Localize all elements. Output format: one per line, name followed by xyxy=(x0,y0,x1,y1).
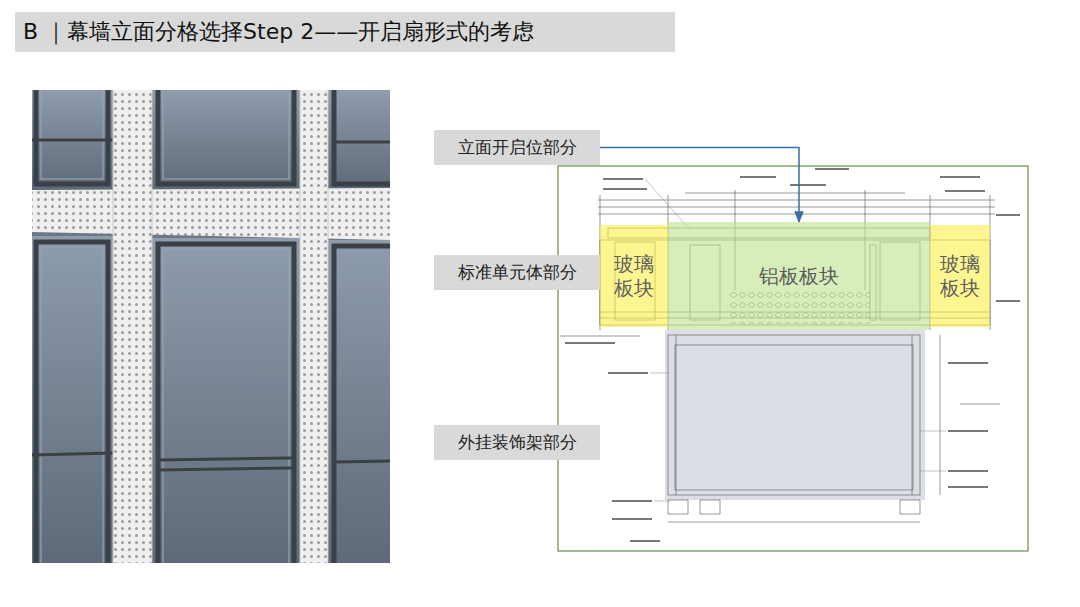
drawing-lines xyxy=(676,335,677,495)
glass-panel xyxy=(152,238,300,563)
fin-edge xyxy=(328,90,329,563)
drawing-lines xyxy=(912,335,913,495)
drawing-lines xyxy=(668,500,688,514)
callout-box: 立面开启位部分 xyxy=(434,130,600,165)
fin-edge xyxy=(300,90,301,563)
node-label: 立面开启位部分 xyxy=(458,136,577,159)
tiny-annotation xyxy=(612,500,652,502)
drawing-lines xyxy=(668,522,920,523)
perforated-fin xyxy=(113,90,152,563)
glass-panel-zone: 玻璃板块 xyxy=(930,225,990,327)
drawing-lines xyxy=(598,214,995,215)
tiny-annotation xyxy=(948,470,988,472)
frame-highlight xyxy=(41,247,103,563)
tiny-annotation xyxy=(612,518,652,520)
window-frame xyxy=(158,90,294,184)
transom-line xyxy=(158,468,294,470)
aluminium-panel-zone: 铝板板块 xyxy=(668,222,930,330)
frame-highlight xyxy=(163,249,289,563)
drawing-lines xyxy=(598,200,995,201)
transom-line xyxy=(32,139,113,142)
tiny-annotation xyxy=(996,300,1020,302)
window-frame xyxy=(158,244,294,563)
annotation-leader xyxy=(650,373,670,374)
tiny-annotation xyxy=(603,188,647,190)
tiny-annotation xyxy=(948,430,988,432)
annotation-leader xyxy=(920,471,946,472)
annotation-leader xyxy=(920,431,946,432)
drawing-lines xyxy=(700,500,720,514)
perforated-band xyxy=(32,188,390,240)
node-label: 铝板板块 xyxy=(759,263,839,290)
glass-panel xyxy=(152,90,300,190)
drawing-lines xyxy=(598,207,995,208)
window-frame xyxy=(36,90,390,563)
window-frame xyxy=(36,90,108,184)
tiny-annotation xyxy=(948,486,988,488)
window-frame xyxy=(334,246,390,563)
glass-panel xyxy=(328,240,390,563)
drawing-frame xyxy=(558,166,1028,551)
drawing-lines xyxy=(900,500,920,514)
tiny-annotation xyxy=(790,184,826,186)
tiny-annotation xyxy=(608,372,648,374)
frame-highlight xyxy=(41,90,103,179)
fin-edge xyxy=(113,90,328,563)
drawing-lines xyxy=(668,335,920,495)
transom-line xyxy=(158,458,294,460)
transom-line xyxy=(334,141,390,144)
bracket-zone xyxy=(665,330,925,500)
tiny-annotation xyxy=(603,178,643,180)
transom-line xyxy=(32,453,113,455)
callout-box: 外挂装饰架部分 xyxy=(434,425,600,460)
tiny-annotation xyxy=(815,168,849,170)
title: B ｜幕墙立面分格选择Step 2——开启扇形式的考虑 xyxy=(23,17,534,47)
tiny-annotation xyxy=(996,214,1020,216)
node-label: 玻璃板块 xyxy=(613,252,655,300)
tiny-annotation xyxy=(740,176,776,178)
window-frame xyxy=(334,90,390,184)
drawing-lines xyxy=(675,345,913,490)
tiny-annotation xyxy=(948,362,988,364)
pointer-arrow xyxy=(600,148,799,223)
node-label: 标准单元体部分 xyxy=(458,261,577,284)
annotation-leader xyxy=(645,179,946,501)
drawing-lines xyxy=(685,193,905,194)
transom-line xyxy=(32,140,390,470)
tiny-annotation xyxy=(565,342,615,344)
glass-panel-zone: 玻璃板块 xyxy=(600,225,668,327)
drawing-lines xyxy=(560,336,640,337)
glass-panel xyxy=(32,236,113,563)
drawing-lines xyxy=(960,404,1000,405)
tiny-annotation xyxy=(945,190,985,192)
curtain-wall-render xyxy=(32,90,390,563)
tiny-annotation xyxy=(630,540,660,542)
tiny-annotation xyxy=(565,168,1020,542)
node-label: 玻璃板块 xyxy=(939,252,981,300)
annotation-leader xyxy=(654,501,670,502)
drawing-lines xyxy=(560,190,1000,522)
frame-highlight xyxy=(163,90,289,179)
transom-line xyxy=(334,461,390,462)
callout-box: 标准单元体部分 xyxy=(434,255,600,290)
title-bar: B ｜幕墙立面分格选择Step 2——开启扇形式的考虑 xyxy=(15,12,675,52)
perforated-fin xyxy=(300,90,328,563)
tiny-annotation xyxy=(940,176,980,178)
frame-highlight xyxy=(41,90,289,563)
window-frame xyxy=(36,242,108,563)
fin-edge xyxy=(113,90,114,563)
glass-panel xyxy=(328,90,390,190)
node-label: 外挂装饰架部分 xyxy=(458,431,577,454)
fin-edge xyxy=(152,90,153,563)
